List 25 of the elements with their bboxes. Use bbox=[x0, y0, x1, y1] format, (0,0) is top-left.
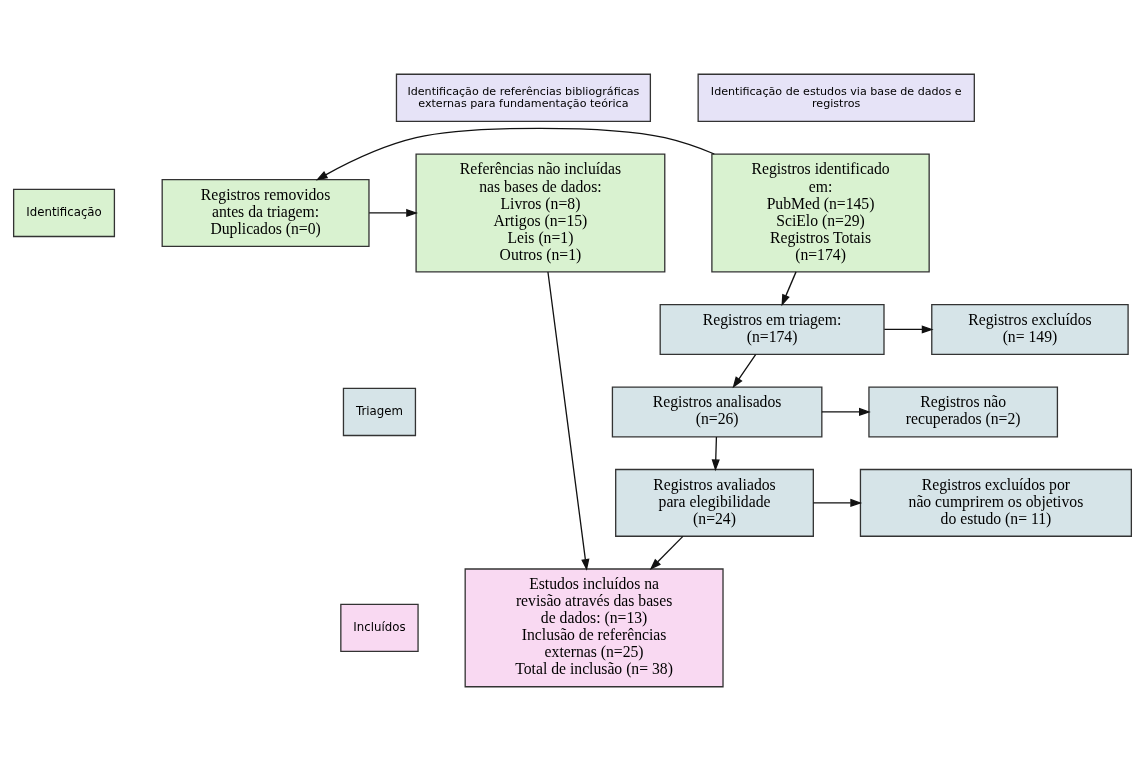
node-box: Triagem bbox=[342, 387, 417, 436]
node-box: Registros excluídos por não cumprirem os objetivos do estudo (n= 11) bbox=[859, 468, 1133, 537]
node-box: Referências não incluídas nas bases de dados: Livros (n=8) Artigos (n=15) Leis (n=1) Outros (n=1) bbox=[415, 152, 666, 273]
node-box: Registros não recuperados (n=2) bbox=[868, 385, 1059, 437]
node-box: Identificação de referências bibliográficas externas para fundamentação teórica bbox=[395, 73, 652, 122]
node-box: Registros em triagem: (n=174) bbox=[659, 303, 885, 355]
node-box: Incluídos bbox=[340, 603, 419, 652]
arrow bbox=[649, 535, 684, 570]
node-box: Identificação de estudos via base de dados e registros bbox=[697, 73, 975, 122]
node-box: Identificação bbox=[12, 188, 116, 237]
node-box: Registros excluídos (n= 149) bbox=[931, 303, 1129, 355]
arrow bbox=[547, 270, 590, 571]
node-box: Registros removidos antes da triagem: Duplicados (n=0) bbox=[161, 178, 370, 247]
node-box: Registros analisados (n=26) bbox=[611, 385, 823, 437]
node-box: Estudos incluídos na revisão através das bases de dados: (n=13) Inclusão de referências externas (n=25) Total de inclusão (n= 38) bbox=[464, 567, 724, 687]
arrow bbox=[732, 353, 757, 388]
arrow bbox=[883, 324, 934, 334]
arrow bbox=[821, 407, 871, 416]
arrow bbox=[368, 208, 418, 217]
node-box: Registros avaliados para elegibilidade (n=24) bbox=[615, 468, 814, 537]
arrow bbox=[781, 270, 797, 306]
node-box: Registros identificado em: PubMed (n=145) SciElo (n=29) Registros Totais (n=174) bbox=[711, 152, 930, 273]
arrow bbox=[315, 127, 715, 180]
arrow bbox=[812, 498, 863, 507]
arrow bbox=[711, 435, 720, 471]
